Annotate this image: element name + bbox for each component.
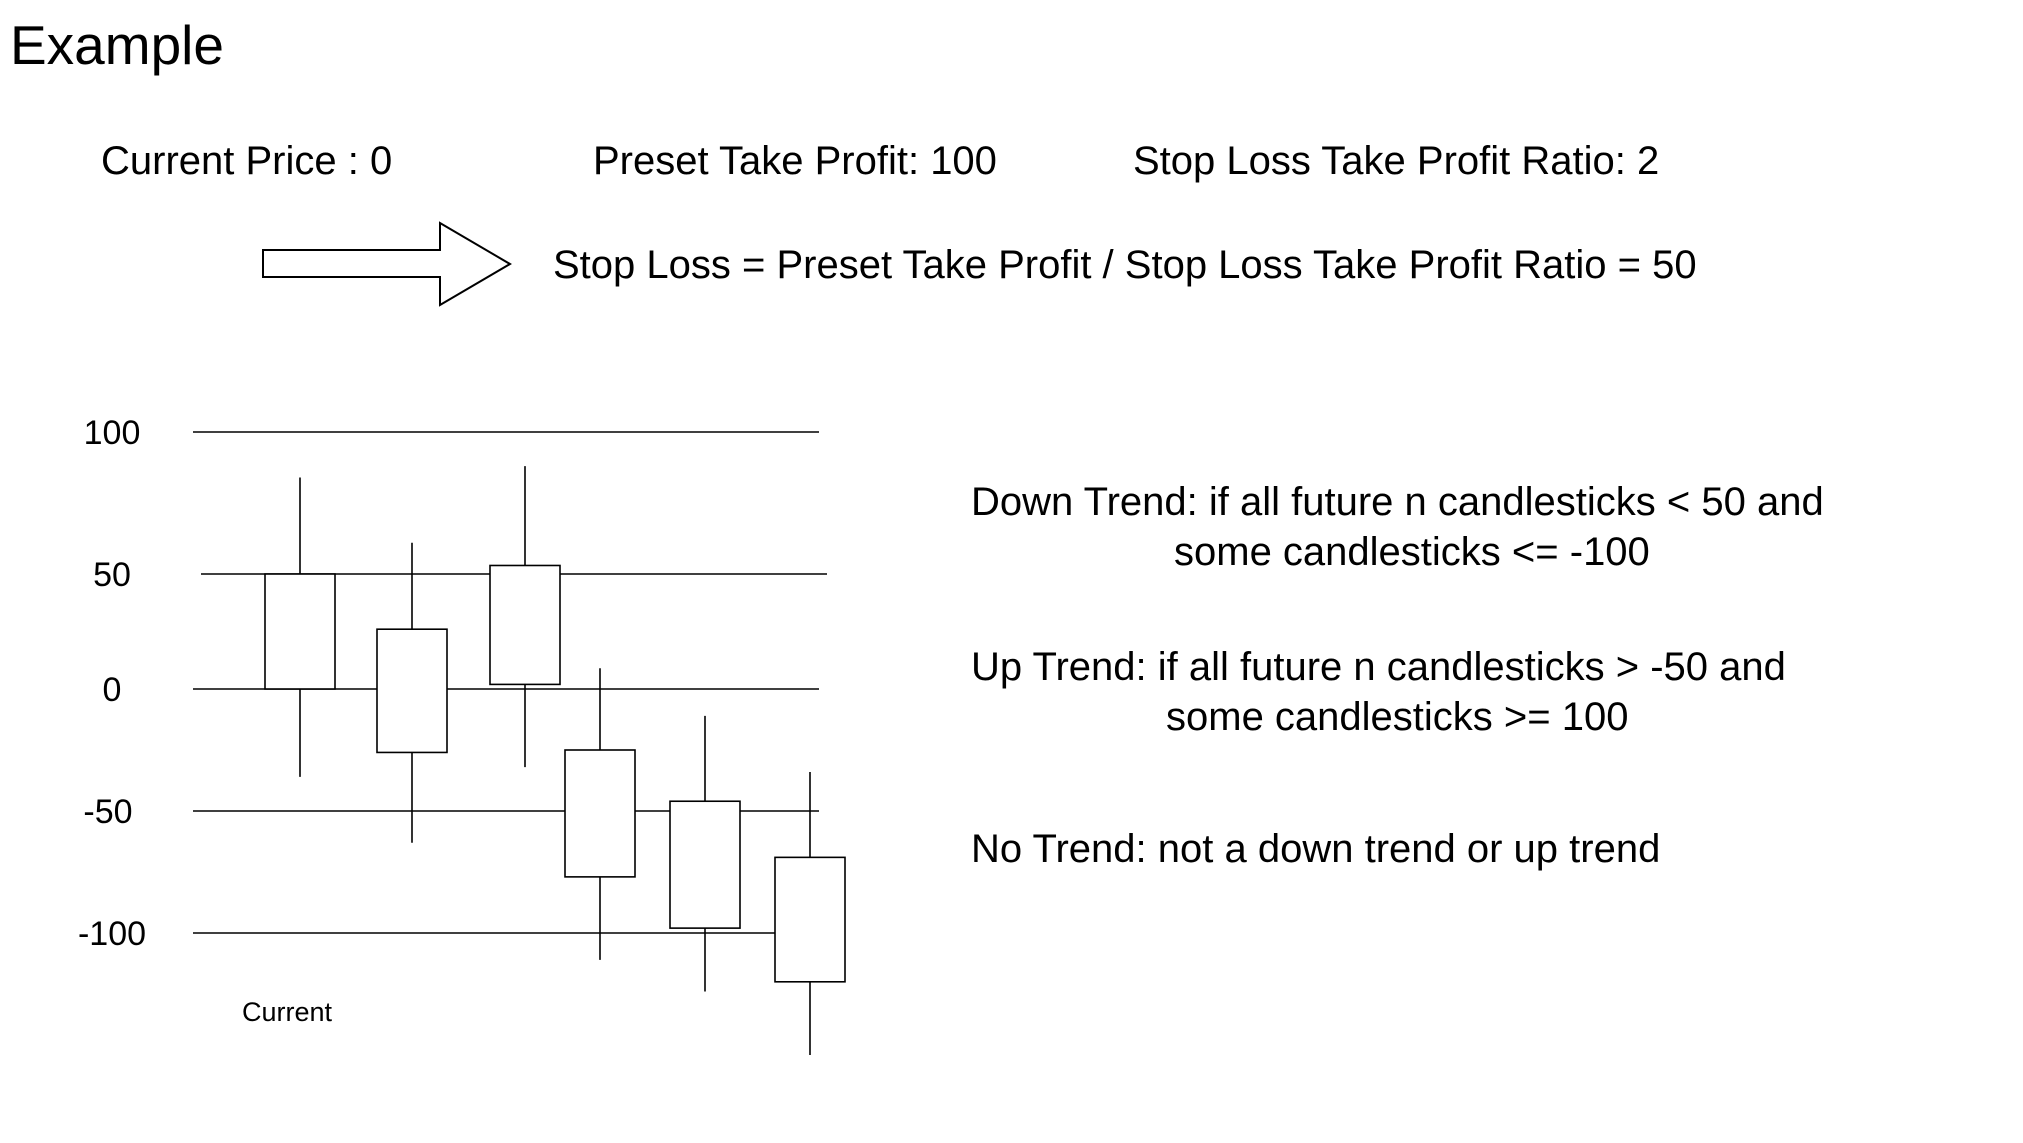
candlestick-chart: 100 50 0 -50 -100 Current [78, 414, 846, 1055]
candle-body [376, 628, 448, 754]
down-trend-rule: Down Trend: if all future n candlesticks… [966, 477, 1896, 577]
right-arrow-icon [262, 221, 512, 307]
y-tick-label: 50 [93, 556, 131, 594]
up-trend-line1: Up Trend: if all future n candlesticks >… [971, 645, 1786, 689]
ratio-label: Stop Loss Take Profit Ratio: 2 [1133, 139, 1660, 183]
y-tick-label: 100 [84, 414, 141, 452]
down-trend-line1: Down Trend: if all future n candlesticks… [971, 480, 1824, 524]
candlestick [669, 715, 741, 992]
candlestick [376, 542, 448, 843]
candlestick [564, 668, 636, 960]
candlestick [489, 466, 561, 768]
candle-body [489, 564, 561, 686]
candle-body [669, 800, 741, 929]
down-trend-line2: some candlesticks <= -100 [1174, 530, 1650, 574]
up-trend-line2: some candlesticks >= 100 [1166, 695, 1629, 739]
candlestick [264, 477, 336, 777]
stop-loss-formula: Stop Loss = Preset Take Profit / Stop Lo… [553, 243, 1697, 287]
candlestick [774, 771, 846, 1055]
page-title: Example [10, 14, 224, 76]
current-price-label: Current Price : 0 [101, 139, 393, 183]
no-trend-rule: No Trend: not a down trend or up trend [971, 827, 1661, 871]
y-tick-label: 0 [103, 671, 122, 709]
y-tick-label: -50 [83, 793, 132, 831]
preset-take-profit-label: Preset Take Profit: 100 [593, 139, 997, 183]
candle-body [564, 749, 636, 878]
candle-body [264, 573, 336, 690]
y-tick-label: -100 [78, 915, 146, 953]
candle-body [774, 856, 846, 983]
current-annotation: Current [242, 997, 333, 1027]
up-trend-rule: Up Trend: if all future n candlesticks >… [966, 642, 1896, 742]
